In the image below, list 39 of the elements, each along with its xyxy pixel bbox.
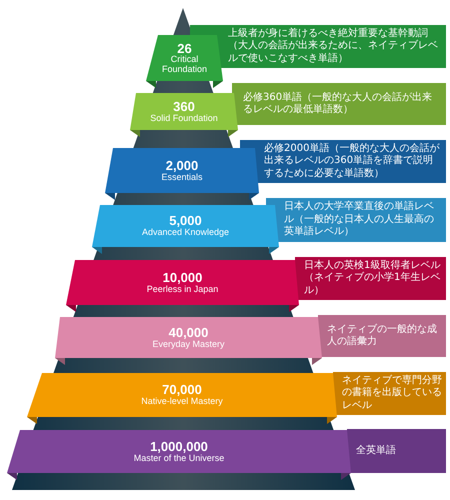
pyramid-tier (27, 373, 337, 417)
tier-name: Essentials (161, 172, 203, 182)
word-count: 2,000 (166, 158, 198, 173)
pyramid-tier (105, 148, 259, 193)
description-text: 必修2000単語（一般的な大人の会話が出来るレベルの360単語を辞書で説明するために必要な単語数） (264, 142, 440, 180)
tier-name: Everyday Mastery (152, 340, 225, 350)
description-panel (347, 429, 446, 473)
pyramid-tier (146, 35, 223, 81)
description-text: 日本人の大学卒業直後の単語レベル（一般的な日本人の人生最高の英単語レベル） (284, 201, 435, 239)
pyramid-tier (55, 317, 322, 358)
tier-name: Native-level Mastery (141, 397, 223, 407)
word-count: 26 (177, 42, 192, 56)
pyramid-tier (7, 430, 351, 473)
description-text: 上級者が身に着けるべき絶対重要な基幹動詞（大人の会話が出来るために、ネイティブレベルで使いこなすべき単語） (228, 28, 439, 66)
word-count: 40,000 (168, 326, 208, 340)
description-text: 日本人の英検1級取得者レベル（ネイティブの小学1年生レベル） (304, 260, 442, 298)
word-count: 1,000,000 (150, 440, 208, 454)
word-count: 70,000 (162, 383, 202, 398)
description-panel (318, 315, 446, 357)
description-panel (266, 198, 446, 242)
pyramid-tier (92, 205, 279, 247)
description-panel (232, 83, 446, 125)
word-count: 10,000 (162, 270, 202, 285)
tier-name: Critical Foundation (160, 55, 208, 74)
description-panel (333, 372, 446, 415)
tier-name: Peerless in Japan (146, 284, 218, 294)
pyramid-tier (130, 93, 238, 130)
word-count: 5,000 (169, 214, 202, 228)
description-text: 必修360単語（一般的な大人の会話が出来るレベルの最低単語数） (243, 92, 434, 116)
word-count: 360 (173, 100, 195, 114)
description-panel (295, 257, 446, 300)
pyramid-tier (66, 260, 299, 305)
tier-name: Master of the Universe (134, 454, 224, 464)
tier-name: Advanced Knowledge (142, 228, 230, 238)
description-panel (240, 140, 446, 183)
description-text: 全英単語 (356, 444, 396, 458)
description-text: ネイティブの一般的な成人の語彙力 (327, 324, 438, 348)
tier-name: Solid Foundation (150, 114, 218, 124)
description-text: ネイティブで専門分野の書籍を出版しているレベル (342, 374, 442, 412)
